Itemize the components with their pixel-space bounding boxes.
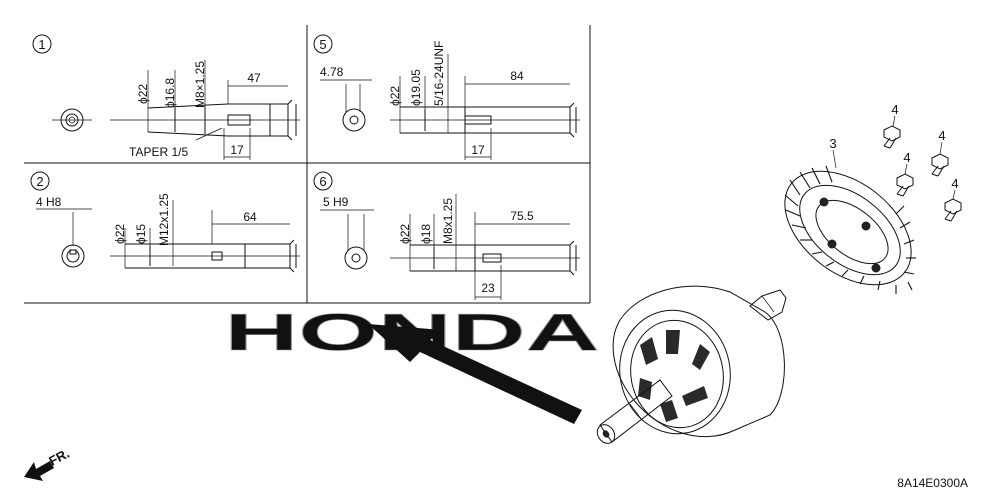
panel-2-dim-0: 4 H8 — [36, 195, 62, 209]
panel-5-dim-1: ϕ22 — [388, 86, 402, 106]
panel-5-dim-2: ϕ19.05 — [409, 69, 423, 106]
panel-grid — [24, 25, 591, 304]
detail-panel-2: 2 4 H8 ϕ22 ϕ15 M12x1.25 64 — [30, 171, 300, 273]
panel-2-dim-1: ϕ22 — [113, 224, 127, 244]
panel-5-dim-0: 4.78 — [320, 65, 344, 79]
panel-2-dim-2: ϕ15 — [134, 224, 148, 244]
detail-panel-5: 5 4.78 ϕ22 ϕ19.05 5/16-24UNF 84 17 — [313, 34, 580, 160]
panel-1-note: TAPER 1/5 — [129, 145, 188, 159]
panel-5-index: 5 — [319, 37, 326, 52]
panel-2-dim-3: M12x1.25 — [157, 193, 171, 246]
callout-4d: 4 — [951, 176, 958, 191]
panel-1-dim-4: 17 — [230, 143, 244, 157]
panel-6-index: 6 — [319, 174, 326, 189]
front-direction-indicator: FR. — [24, 446, 72, 481]
detail-panel-6: 6 5 H9 ϕ22 ϕ18 M8x1.25 75.5 23 — [313, 171, 580, 300]
bolt-icon — [931, 153, 949, 177]
panel-1-dim-3: 47 — [247, 71, 261, 85]
panel-6-dim-0: 5 H9 — [323, 195, 349, 209]
panel-5-dim-3: 5/16-24UNF — [432, 41, 446, 106]
panel-6-dim-2: ϕ18 — [419, 224, 433, 244]
panel-6-dim-3: M8x1.25 — [441, 198, 455, 244]
panel-2-dim-4: 64 — [243, 210, 257, 224]
panel-6-dim-4: 75.5 — [510, 209, 534, 223]
panel-2-index: 2 — [36, 174, 43, 189]
callout-4c: 4 — [903, 150, 910, 165]
rotor-assembly — [596, 285, 787, 444]
callout-4a: 4 — [891, 102, 898, 117]
panel-6-dim-1: ϕ22 — [398, 224, 412, 244]
panel-1-dim-0: ϕ22 — [136, 84, 150, 104]
panel-5-dim-4: 84 — [510, 69, 524, 83]
bolt-group — [832, 115, 962, 222]
detail-panel-1: 1 ϕ22 ϕ16.8 M8×1.25 47 17 TAPER 1/5 — [32, 34, 300, 160]
callout-3: 3 — [829, 136, 836, 151]
pointer-arrow-icon — [368, 324, 582, 424]
panel-1-dim-2: M8×1.25 — [193, 61, 207, 108]
callout-4b: 4 — [938, 128, 945, 143]
front-arrow-icon — [24, 461, 54, 481]
bolt-icon — [944, 198, 962, 222]
panel-6-dim-5: 23 — [481, 281, 495, 295]
cooling-fan — [784, 165, 916, 294]
diagram-part-code: 8A14E0300A — [897, 476, 968, 490]
bolt-icon — [896, 173, 914, 197]
panel-1-index: 1 — [38, 37, 45, 52]
bolt-icon — [883, 125, 901, 149]
panel-1-dim-1: ϕ16.8 — [163, 78, 177, 108]
panel-5-dim-5: 17 — [471, 143, 485, 157]
